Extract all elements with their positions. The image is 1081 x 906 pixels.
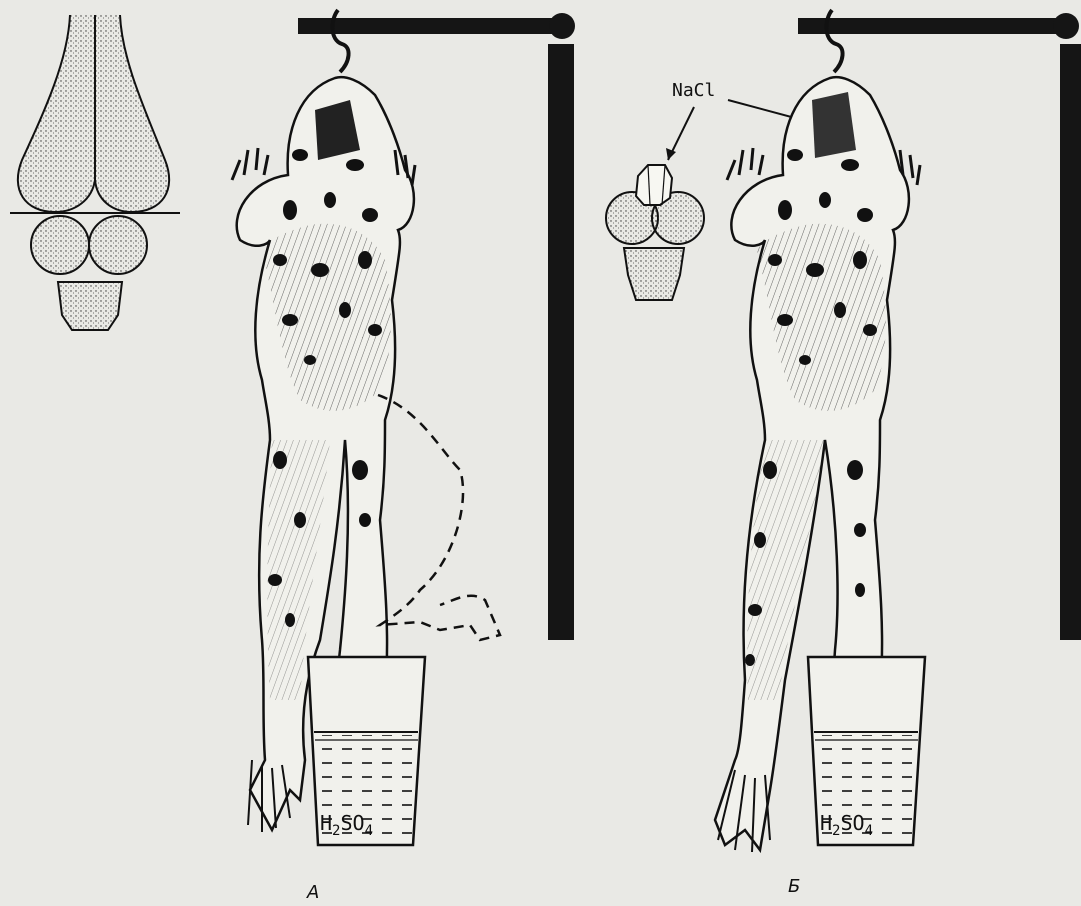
brain-hemisphere-left — [18, 15, 95, 212]
crystal-label: NaCl — [672, 80, 715, 101]
brain-with-crystal — [606, 165, 704, 300]
stand-crossbar-a — [298, 18, 560, 34]
frog-a-left-hand — [232, 148, 268, 180]
panel-b-label: Б — [788, 876, 800, 897]
brain-b-stem — [624, 248, 684, 300]
lifted-leg-dashed-a — [378, 395, 500, 640]
stand-joint-a — [549, 13, 575, 39]
panel-a: H2SO4 А — [232, 10, 575, 902]
stand-post-b — [1060, 44, 1081, 640]
optic-lobe-left — [31, 216, 89, 274]
brain-section-diagram — [10, 15, 180, 330]
panel-b: NaCl — [606, 10, 1081, 897]
beaker-b: H2SO4 — [808, 657, 925, 845]
optic-lobe-right — [89, 216, 147, 274]
panel-a-label: А — [306, 882, 319, 902]
stand-joint-b — [1053, 13, 1079, 39]
stand-post-a — [548, 44, 574, 640]
nacl-crystal — [636, 165, 672, 205]
frog-b-left-hand — [727, 148, 763, 180]
beaker-a: H2SO4 — [308, 657, 425, 845]
medulla — [58, 282, 122, 330]
stand-crossbar-b — [798, 18, 1060, 34]
brain-hemisphere-right — [95, 15, 169, 212]
